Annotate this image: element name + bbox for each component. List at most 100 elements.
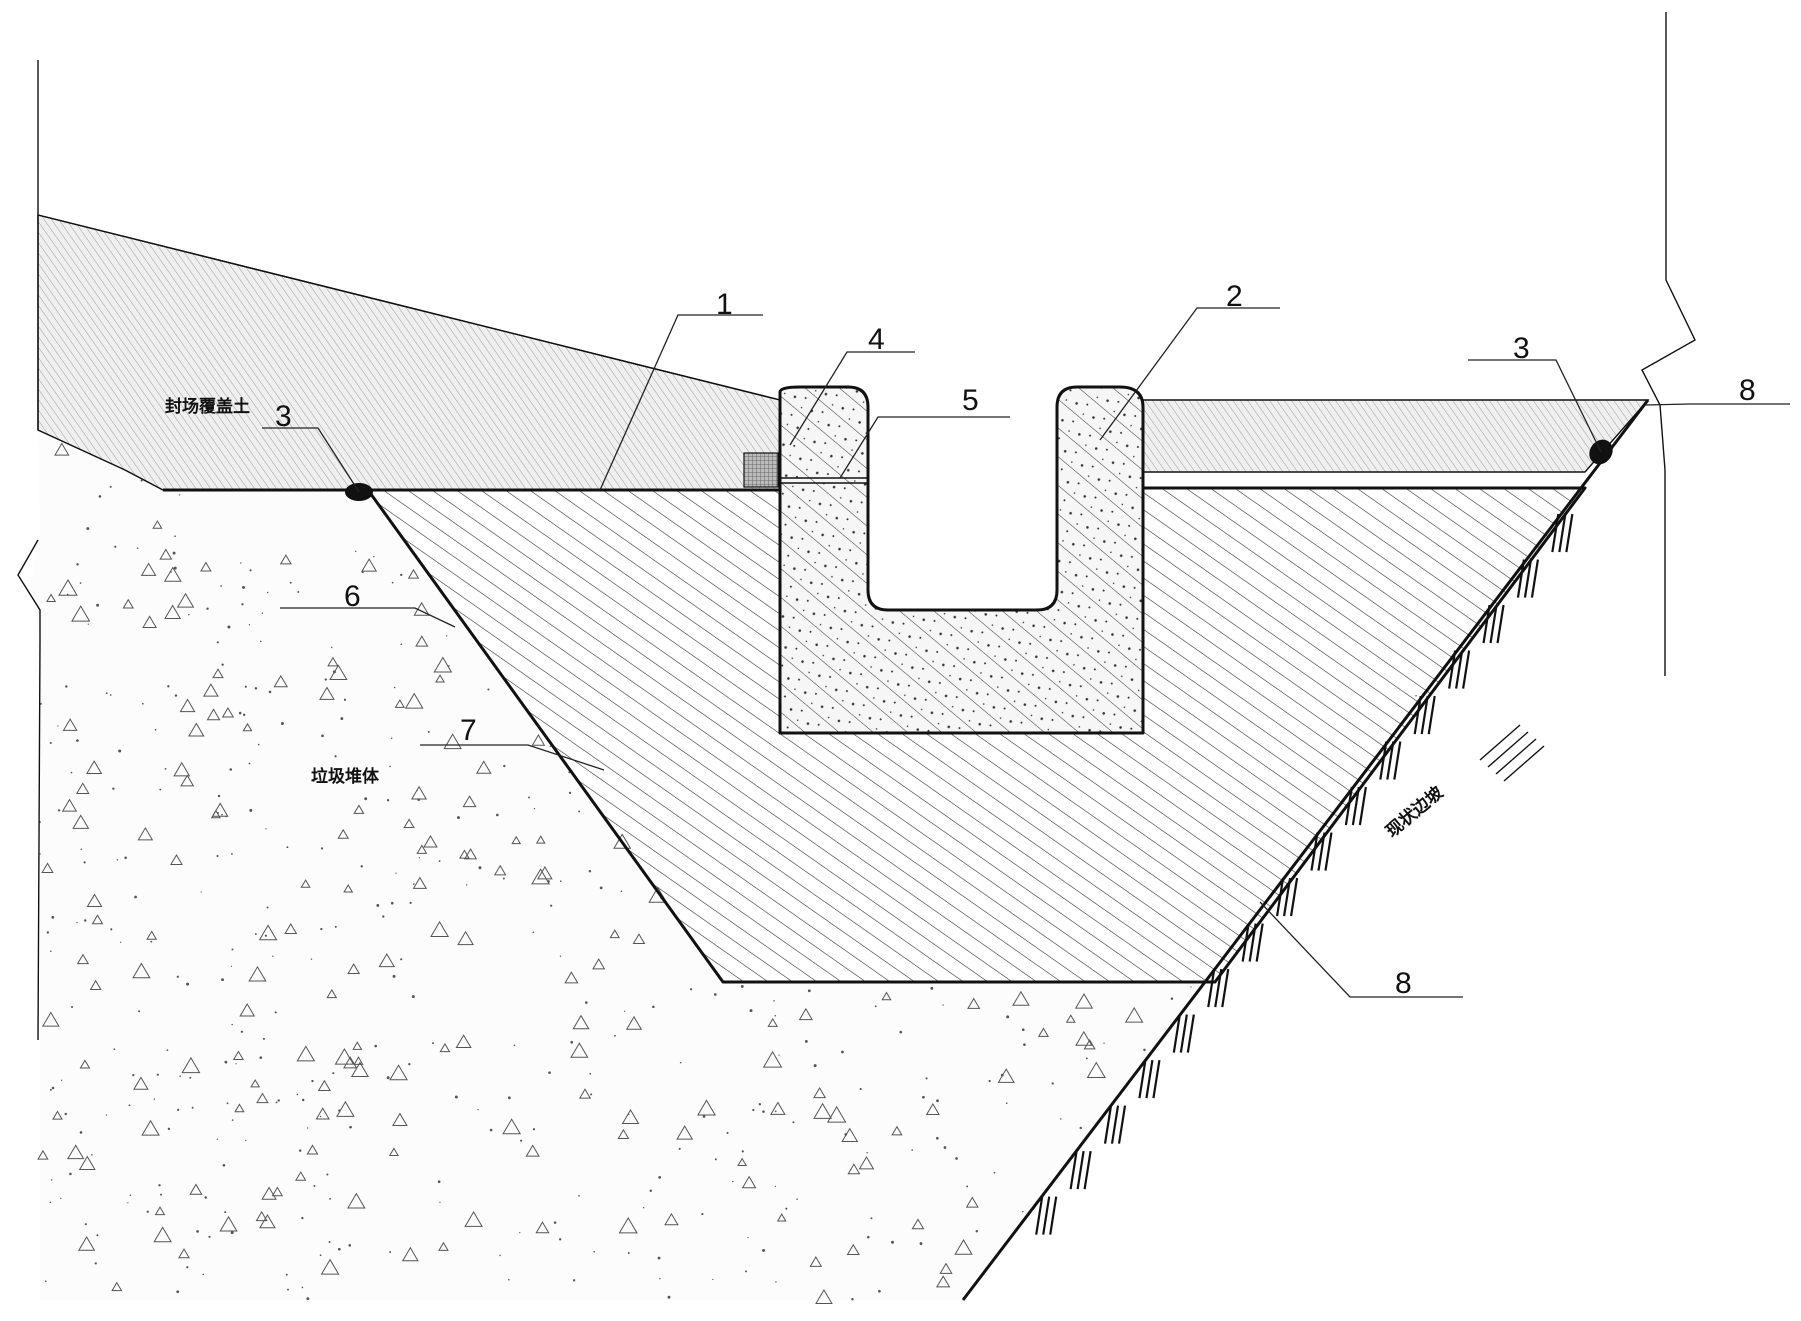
speckle-dot [533, 807, 536, 810]
speckle-triangle [173, 761, 191, 777]
speckle-dot [740, 984, 744, 988]
speckle-dot [296, 1093, 299, 1096]
speckle-triangle [189, 1183, 203, 1195]
speckle-triangle [163, 566, 182, 582]
anchor-bar [1427, 695, 1436, 735]
speckle-triangle [350, 1061, 370, 1077]
speckle-dot [84, 919, 87, 922]
speckle-dot [559, 955, 562, 957]
speckle-dot [930, 986, 934, 990]
anchor-bar [1393, 741, 1402, 780]
speckle-triangle [826, 1105, 847, 1123]
speckle-dot [178, 494, 181, 496]
speckle-dot [508, 1278, 510, 1281]
callout-4: 4 [868, 323, 885, 356]
speckle-dot [899, 1030, 903, 1034]
speckle-triangle [91, 914, 104, 925]
speckle-dot [1079, 1126, 1082, 1130]
speckle-triangle [343, 884, 354, 893]
speckle-triangle [741, 1175, 757, 1189]
speckle-dot [936, 1136, 939, 1140]
speckle-dot [301, 1216, 304, 1220]
speckle-dot [254, 687, 258, 690]
speckle-triangle [78, 1155, 96, 1170]
speckle-dot [202, 1273, 204, 1276]
speckle-dot [499, 1254, 501, 1257]
speckle-dot [57, 809, 61, 812]
speckle-triangle [343, 1056, 358, 1069]
speckle-dot [313, 1184, 316, 1188]
speckle-dot [70, 771, 73, 774]
speckle-dot [331, 646, 333, 649]
speckle-triangle [296, 1045, 316, 1062]
speckle-triangle [361, 558, 378, 572]
speckle-triangle [142, 615, 158, 629]
speckle-triangle [403, 818, 415, 829]
anchor-bar [1049, 1196, 1058, 1235]
speckle-dot [408, 1062, 411, 1066]
speckle-dot [758, 1103, 762, 1106]
speckle-dot [146, 1210, 149, 1213]
speckle-dot [231, 1023, 233, 1026]
speckle-triangle [141, 1119, 160, 1136]
anchor-bar [1214, 968, 1223, 1008]
speckle-dot [136, 547, 139, 549]
speckle-dot [319, 1254, 322, 1257]
speckle-triangle [86, 893, 103, 907]
speckle-dot [113, 1048, 116, 1051]
speckle-triangle [625, 1015, 643, 1030]
speckle-dot [620, 890, 623, 893]
anchor-bar [1042, 1196, 1051, 1235]
anchor-bar [1565, 513, 1574, 553]
speckle-dot [266, 591, 269, 594]
speckle-dot [741, 1150, 744, 1153]
speckle-triangle [815, 1288, 833, 1305]
speckle-triangle [813, 1086, 827, 1099]
speckle-triangle [621, 1109, 640, 1125]
speckle-triangle [219, 1215, 238, 1232]
anchor-bar [1152, 1059, 1161, 1099]
speckle-dot [240, 1030, 244, 1033]
speckle-dot [627, 1252, 630, 1254]
speckle-dot [1190, 986, 1192, 988]
speckle-triangle [881, 991, 892, 1001]
speckle-triangle [234, 1103, 245, 1113]
speckle-triangle [273, 674, 289, 688]
speckle-dot [179, 1075, 181, 1077]
speckle-dot [156, 1073, 159, 1076]
speckle-triangle [159, 548, 173, 560]
speckle-triangle [242, 722, 253, 732]
speckle-triangle [502, 1118, 522, 1135]
speckle-dot [667, 1295, 671, 1299]
speckle-dot [226, 1102, 229, 1105]
speckle-triangle [212, 668, 224, 679]
speckle-dot [432, 1042, 434, 1045]
speckle-dot [94, 1262, 97, 1265]
speckle-triangle [443, 733, 462, 750]
speckle-dot [502, 877, 505, 880]
speckle-dot [448, 665, 450, 667]
speckle-dot [248, 624, 251, 626]
speckle-dot [785, 1207, 788, 1210]
speckle-dot [49, 742, 52, 745]
speckle-triangle [37, 1149, 49, 1160]
left-break-line [17, 60, 41, 1041]
speckle-triangle [570, 1042, 589, 1058]
speckle-dot [712, 1278, 714, 1281]
speckle-dot [496, 813, 499, 817]
speckle-dot [224, 1211, 227, 1214]
speckle-triangle [154, 1206, 166, 1216]
anchor-bar [1186, 1014, 1195, 1053]
speckle-dot [919, 1242, 923, 1245]
speckle-dot [478, 866, 482, 870]
speckle-dot [392, 974, 396, 978]
anchor-bar [1317, 832, 1326, 871]
speckle-dot [320, 927, 323, 931]
speckle-triangle [463, 848, 478, 860]
speckle-dot [679, 1061, 682, 1064]
speckle-triangle [1124, 1006, 1144, 1023]
speckle-triangle [525, 1144, 540, 1157]
anchor-bar [1221, 968, 1230, 1008]
speckle-dot [71, 1005, 74, 1008]
speckle-triangle [572, 1014, 590, 1030]
